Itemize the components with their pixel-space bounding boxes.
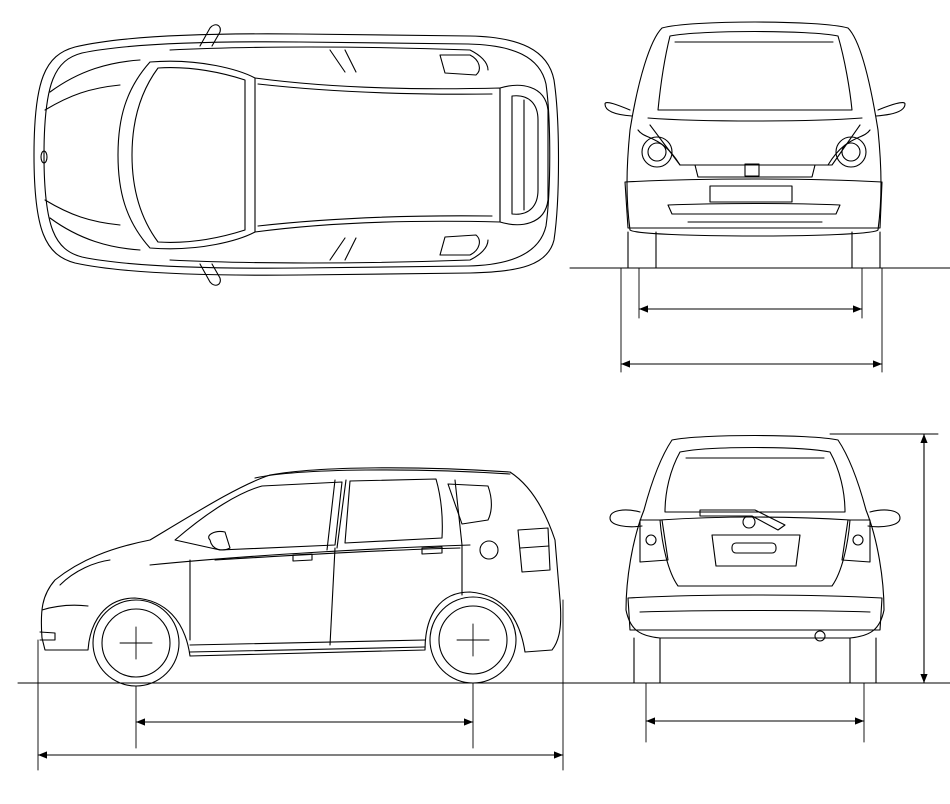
side-view — [17, 467, 950, 771]
rear-view — [609, 433, 939, 743]
top-view — [33, 24, 560, 286]
front-view — [569, 21, 950, 373]
